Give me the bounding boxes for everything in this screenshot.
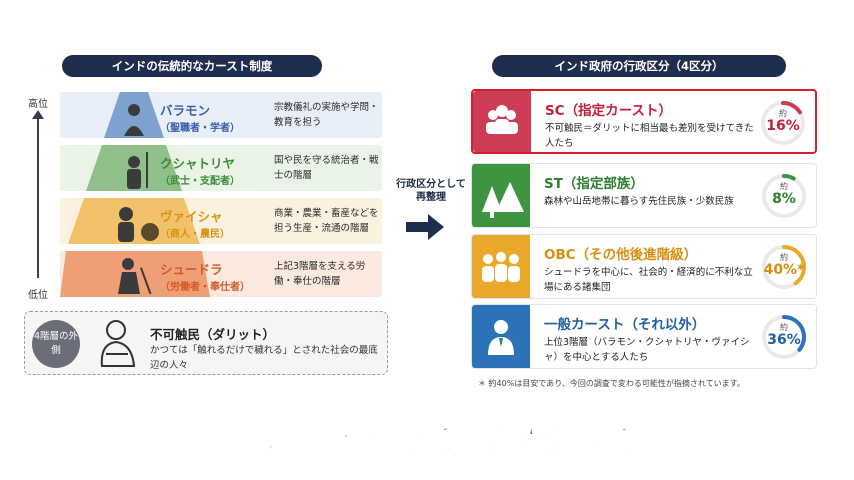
people-group-icon [486, 105, 518, 134]
ring-label-general: 約 [780, 323, 788, 332]
category-desc-obc: シュードラを中心に、社会的・経済的に不利な立場にある諸集団 [544, 267, 753, 293]
category-desc-general: 上位3階層（バラモン・クシャトリヤ・ヴァイシャ）を中心とする人たち [544, 337, 750, 363]
category-card-st: ST（指定部族） 森林や山岳地帯に暮らす先住民族・少数民族 約 8% [471, 163, 817, 228]
outcaste-desc: かつては「触れるだけで穢れる」とされた社会の最底辺の人々 [150, 345, 378, 371]
axis-low-label: 低位 [28, 290, 48, 301]
category-title-obc: OBC（その他後進階級） [544, 247, 698, 263]
category-card-sc: SC（指定カースト） 不可触民＝ダリットに相当最も差別を受けてきた人たち 約 1… [471, 89, 817, 154]
category-card-obc: OBC（その他後進階級） シュードラを中心に、社会的・経済的に不利な立場にある諸… [471, 234, 817, 299]
axis-line [37, 118, 39, 278]
ring-label-sc: 約 [779, 109, 787, 118]
warrior-figure-icon [127, 152, 148, 189]
ring-value-obc: 40%* [763, 262, 805, 278]
reorganize-label: 行政区分として再整理 [396, 179, 466, 203]
ring-label-obc: 約 [780, 253, 788, 262]
ring-value-general: 36% [767, 332, 801, 348]
right-section-title: インド政府の行政区分（4区分） [492, 55, 786, 77]
card-icon-bg-general [472, 305, 530, 368]
footnote: ＊ 約40%は目安であり、今回の調査で変わる可能性が指摘されています。 [478, 379, 745, 388]
forest-mountain-icon [482, 182, 524, 218]
crowd-icon [482, 252, 520, 282]
card-icon-bg-obc [472, 235, 530, 298]
laborer-figure-icon [118, 258, 152, 295]
category-title-general: 一般カースト（それ以外） [544, 317, 706, 333]
tier-name-vaishya: ヴァイシャ [160, 209, 223, 224]
card-icon-bg-sc [473, 91, 531, 152]
tier-sub-vaishya: （商人・農民） [160, 229, 230, 240]
ring-value-sc: 16% [766, 118, 800, 134]
outcaste-badge: 4階層の外側 [32, 320, 80, 368]
category-desc-st: 森林や山岳地帯に暮らす先住民族・少数民族 [544, 196, 734, 207]
axis-arrow-icon [32, 110, 44, 119]
ring-value-st: 8% [772, 191, 796, 207]
share-ring-general [762, 315, 806, 359]
video-subtitle: 最も差別を受けてきた人たちで [217, 421, 638, 458]
outcaste-box [24, 311, 388, 375]
outcaste-name: 不可触民（ダリット） [150, 327, 276, 342]
caste-pyramid [60, 92, 210, 297]
ring-label-st: 約 [780, 182, 788, 191]
share-ring-obc [762, 245, 806, 289]
tier-sub-brahmin: （聖職者・学者） [160, 123, 240, 134]
axis-high-label: 高位 [28, 99, 48, 110]
category-title-st: ST（指定部族） [544, 176, 644, 192]
tier-desc-shudra: 上記3階層を支える労働・奉仕の階層 [274, 261, 366, 287]
tier-name-kshatriya: クシャトリヤ [160, 156, 236, 171]
tier-desc-kshatriya: 国や民を守る統治者・戦士の階層 [274, 155, 379, 181]
tier-name-shudra: シュードラ [160, 262, 223, 277]
category-desc-sc: 不可触民＝ダリットに相当最も差別を受けてきた人たち [545, 123, 754, 149]
left-section-title: インドの伝統的なカースト制度 [62, 55, 322, 77]
tier-sub-shudra: （労働者・奉仕者） [160, 282, 250, 293]
tier-desc-brahmin: 宗教儀礼の実施や学問・教育を担う [274, 102, 379, 128]
category-card-general: 一般カースト（それ以外） 上位3階層（バラモン・クシャトリヤ・ヴァイシャ）を中心… [471, 304, 817, 369]
tier-desc-vaishya: 商業・農業・畜産などを担う生産・流通の階層 [274, 208, 379, 234]
pyramid-tier-2 [68, 198, 200, 244]
share-ring-st [762, 174, 806, 218]
person-suit-icon [488, 320, 514, 355]
card-icon-bg-st [472, 164, 530, 227]
category-title-sc: SC（指定カースト） [545, 103, 672, 119]
tier-sub-kshatriya: （武士・支配者） [160, 176, 240, 187]
merchant-figure-icon [118, 207, 159, 242]
tier-name-brahmin: バラモン [160, 103, 211, 118]
crouching-figure-icon [100, 320, 136, 367]
arrow-right-icon [406, 214, 444, 240]
priest-figure-icon [124, 104, 144, 136]
share-ring-sc [761, 101, 805, 145]
